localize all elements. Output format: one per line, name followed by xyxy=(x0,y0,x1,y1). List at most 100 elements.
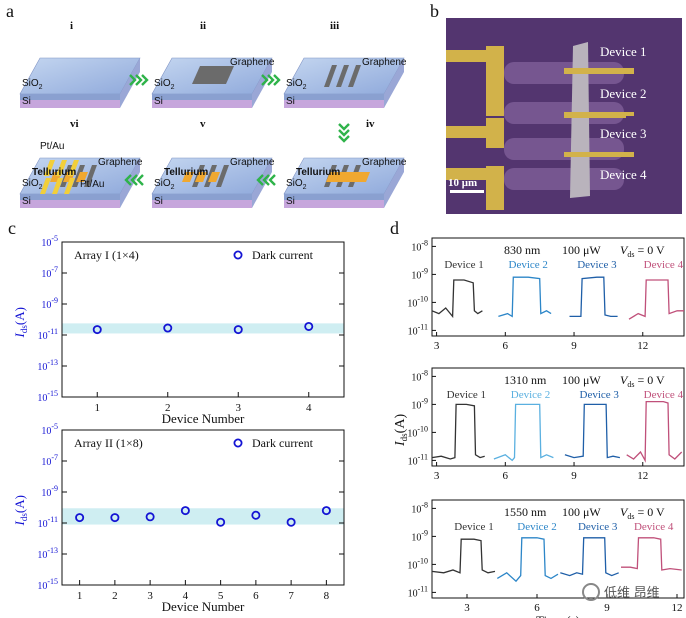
micrograph-device-4-label: Device 4 xyxy=(600,167,647,182)
y-tick-label: 10-9 xyxy=(41,296,58,311)
sio2-label: SiO2 xyxy=(22,78,43,91)
y-tick-label: 10-11 xyxy=(408,452,428,467)
y-tick-label: 10-10 xyxy=(407,556,428,571)
series-line-device-2 xyxy=(498,276,552,318)
y-tick-exponent: -9 xyxy=(421,396,428,405)
series-label-device-1: Device 1 xyxy=(444,259,483,271)
si-layer xyxy=(284,100,384,108)
y-axis-unit: (A) xyxy=(12,495,27,513)
wafer-slab-2 xyxy=(151,57,273,108)
sio2-side xyxy=(284,94,384,100)
series-line-device-4 xyxy=(626,400,683,463)
dark-current-marker xyxy=(92,325,102,335)
micrograph-device-2-label: Device 2 xyxy=(600,86,647,101)
y-tick-label: 10-13 xyxy=(37,546,58,561)
si-label: Si xyxy=(22,196,31,207)
subscript: 2 xyxy=(38,84,43,91)
wavelength-label: 1550 nm xyxy=(504,505,547,519)
micrograph-device-1-label: Device 1 xyxy=(600,44,647,59)
metal-contact xyxy=(64,178,75,194)
wavelength-label: 1310 nm xyxy=(504,373,547,387)
series-line-device-3 xyxy=(564,403,621,459)
y-tick-exponent: -9 xyxy=(51,484,58,493)
slab-right-side xyxy=(384,158,404,208)
graphene-label: Graphene xyxy=(362,157,407,168)
sio2-side xyxy=(152,94,252,100)
x-tick-label: 9 xyxy=(571,340,577,352)
chevron xyxy=(262,174,270,186)
chevron xyxy=(267,74,275,86)
series-line-device-1 xyxy=(431,538,496,574)
arrow-iii-to-iv xyxy=(338,123,350,143)
vds-symbol: V xyxy=(620,243,629,257)
x-tick-label: 1 xyxy=(95,402,101,414)
chevron xyxy=(124,174,132,186)
y-tick-exponent: -15 xyxy=(47,389,58,398)
y-tick-label: 10-10 xyxy=(407,294,428,309)
y-tick-label: 10-5 xyxy=(41,422,58,437)
x-tick-label: 3 xyxy=(464,602,470,614)
plot-frame xyxy=(431,367,685,467)
si-layer xyxy=(284,200,384,208)
y-tick-exponent: -5 xyxy=(51,422,58,431)
subscript: 2 xyxy=(302,84,307,91)
plot-frame xyxy=(61,241,345,398)
y-axis-subscript: ds xyxy=(19,325,29,334)
y-axis-symbol: I xyxy=(12,521,27,527)
y-axis-subscript: ds xyxy=(19,513,29,522)
step-iv-label: iv xyxy=(366,118,375,130)
y-tick-exponent: -11 xyxy=(48,515,58,524)
x-tick-label: 3 xyxy=(434,470,440,482)
dark-current-band xyxy=(62,508,344,525)
micrograph-device-3-label: Device 3 xyxy=(600,126,647,141)
dark-current-marker xyxy=(75,513,85,523)
si-layer xyxy=(152,200,252,208)
plot-frame xyxy=(431,499,685,599)
array-title: Array II (1×8) xyxy=(74,436,143,450)
y-tick-label: 10-9 xyxy=(411,396,428,411)
panel-letter-b: b xyxy=(430,1,439,21)
graphene-label: Graphene xyxy=(230,57,275,68)
wafer-slab-3 xyxy=(283,57,405,108)
chevron xyxy=(338,129,350,137)
y-axis-symbol: I xyxy=(393,440,408,447)
dark-current-marker xyxy=(304,321,314,331)
si-label: Si xyxy=(286,196,295,207)
graphene-label: Graphene xyxy=(98,157,143,168)
legend-marker xyxy=(233,438,243,448)
plot-frame xyxy=(431,237,685,337)
wafer-slab-1 xyxy=(19,57,141,108)
chevron xyxy=(129,74,137,86)
wafer-slab-4 xyxy=(283,157,405,208)
sio2-label: SiO2 xyxy=(22,178,43,191)
y-tick-exponent: -13 xyxy=(47,358,58,367)
series-line-device-1 xyxy=(431,403,485,460)
chevron xyxy=(261,74,269,86)
chevron xyxy=(338,123,350,131)
x-tick-label: 12 xyxy=(637,340,648,352)
y-tick-label: 10-8 xyxy=(411,500,428,515)
dark-current-marker xyxy=(145,512,155,522)
graphene-label: Graphene xyxy=(230,157,275,168)
y-tick-label: 10-9 xyxy=(411,266,428,281)
panel-letter-a: a xyxy=(6,1,14,21)
step-ii-label: ii xyxy=(200,20,207,32)
x-tick-label: 4 xyxy=(183,590,189,602)
chevron xyxy=(136,174,144,186)
x-tick-label: 9 xyxy=(604,602,610,614)
tellurium-flake xyxy=(208,172,220,182)
y-axis-label: Ids(A) xyxy=(12,495,29,526)
subscript: 2 xyxy=(170,84,175,91)
y-tick-label: 10-15 xyxy=(37,389,58,404)
y-tick-label: 10-11 xyxy=(408,322,428,337)
x-tick-label: 3 xyxy=(147,590,153,602)
chevron xyxy=(130,174,138,186)
y-axis-label: Ids(A) xyxy=(12,307,29,338)
graphene-flake xyxy=(570,42,590,198)
y-tick-label: 10-9 xyxy=(41,484,58,499)
step-v-label: v xyxy=(200,118,206,130)
series-line-device-4 xyxy=(628,279,684,320)
x-tick-label: 6 xyxy=(534,602,540,614)
dark-current-marker xyxy=(321,506,331,516)
